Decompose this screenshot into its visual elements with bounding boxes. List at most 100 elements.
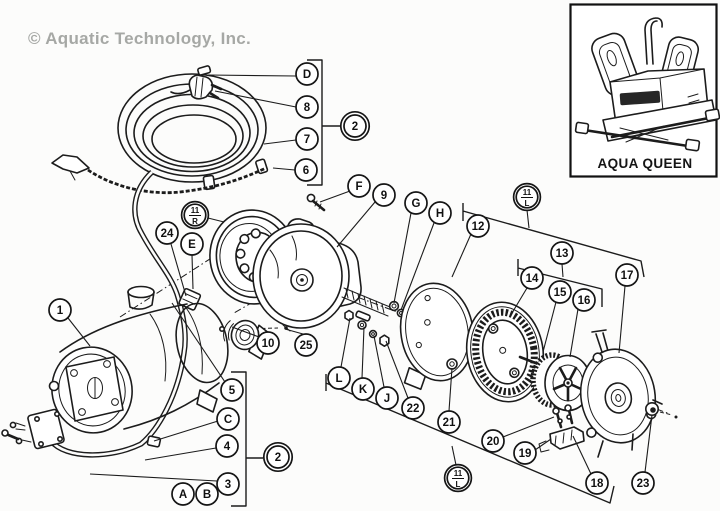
svg-text:11: 11 <box>191 206 200 215</box>
svg-text:E: E <box>188 239 196 251</box>
callout-D: D <box>295 62 319 86</box>
svg-text:19: 19 <box>519 448 532 460</box>
callout-15: 15 <box>548 280 572 304</box>
bearing-roller <box>235 248 246 259</box>
callout-K: K <box>351 377 375 401</box>
svg-text:2: 2 <box>275 452 281 464</box>
svg-text:17: 17 <box>621 270 634 282</box>
roller-bars <box>582 115 716 148</box>
callout-C: C <box>216 407 240 431</box>
callout-L: L <box>327 366 351 390</box>
elbow-screw <box>219 325 226 332</box>
svg-text:15: 15 <box>554 287 567 299</box>
svg-text:10: 10 <box>262 338 275 350</box>
callout-12: 12 <box>466 214 490 238</box>
aqua-queen-figure <box>574 17 720 152</box>
svg-text:A: A <box>179 489 187 501</box>
group-brackets <box>231 59 645 507</box>
terminal-screw <box>1 429 9 437</box>
svg-text:J: J <box>384 393 390 405</box>
callout-4: 4 <box>215 434 239 458</box>
bracket-screw <box>552 407 560 415</box>
svg-text:D: D <box>303 69 311 81</box>
cover-lug <box>586 427 597 438</box>
motor-foot <box>196 389 218 413</box>
screw-f <box>306 193 326 212</box>
copyright-text: © Aquatic Technology, Inc. <box>28 29 251 48</box>
callout-3: 3 <box>216 472 240 496</box>
svg-text:14: 14 <box>526 273 539 285</box>
callout-16: 16 <box>572 288 596 312</box>
callout-8: 8 <box>295 95 319 119</box>
callout-1: 1 <box>48 298 72 322</box>
callout-2-bottom: 2 <box>262 441 294 473</box>
svg-text:20: 20 <box>487 436 500 448</box>
callout-24: 24 <box>155 221 179 245</box>
callout-J: J <box>375 386 399 410</box>
leader-lines <box>67 74 653 482</box>
callout-18: 18 <box>585 471 609 495</box>
svg-text:24: 24 <box>161 228 174 240</box>
cleaner-nameplate <box>619 90 661 106</box>
bracket-screw <box>564 404 572 412</box>
callout-2-top: 2 <box>339 110 371 142</box>
svg-text:K: K <box>359 384 368 396</box>
svg-text:R: R <box>192 217 198 226</box>
callout-6: 6 <box>294 158 318 182</box>
svg-text:11: 11 <box>454 469 463 478</box>
svg-text:25: 25 <box>300 340 313 352</box>
svg-text:12: 12 <box>472 221 485 233</box>
callout-B: B <box>195 482 219 506</box>
plug-cord-clamp <box>197 65 212 76</box>
svg-text:3: 3 <box>225 479 231 491</box>
motor-knob <box>48 380 60 392</box>
drive-motor <box>48 285 229 434</box>
callout-14: 14 <box>520 266 544 290</box>
gear-teeth <box>472 308 538 396</box>
callout-11L-bottom: 11 L <box>443 463 473 493</box>
callout-10: 10 <box>256 331 280 355</box>
callout-G: G <box>404 191 428 215</box>
pinion-gear <box>518 352 641 412</box>
product-inset-box: AQUA QUEEN <box>569 3 720 178</box>
callout-20: 20 <box>481 429 505 453</box>
callout-13: 13 <box>550 241 574 265</box>
callout-21: 21 <box>437 410 461 434</box>
svg-text:G: G <box>412 198 421 210</box>
svg-text:8: 8 <box>304 102 311 114</box>
tie-rope <box>51 154 267 194</box>
callout-19: 19 <box>513 441 537 465</box>
ring-gear <box>465 301 545 403</box>
cable-clamp <box>146 435 162 448</box>
callout-5: 5 <box>220 378 244 402</box>
cover-prongs <box>591 329 609 353</box>
bearing-roller <box>239 263 250 274</box>
svg-text:L: L <box>525 199 530 208</box>
bearing-roller <box>239 233 250 245</box>
hex-nut-l <box>344 309 354 322</box>
svg-text:22: 22 <box>407 403 420 415</box>
washer-21 <box>446 358 458 370</box>
callout-E: E <box>180 232 204 256</box>
product-name-label: AQUA QUEEN <box>597 156 692 171</box>
svg-text:6: 6 <box>303 165 309 177</box>
svg-text:5: 5 <box>229 385 236 397</box>
svg-text:B: B <box>203 489 211 501</box>
callouts: 1 3 4 5 6 7 8 9 10 12 13 14 15 16 17 18 … <box>48 62 655 506</box>
floating-cable <box>48 170 202 458</box>
end-cover <box>579 329 663 458</box>
svg-text:L: L <box>456 480 461 489</box>
callout-11R: 11 R <box>180 200 210 230</box>
callout-23: 23 <box>631 471 655 495</box>
callout-25: 25 <box>294 333 318 357</box>
switch-bracket-assembly <box>538 404 585 453</box>
callout-A: A <box>171 482 195 506</box>
svg-text:23: 23 <box>637 478 650 490</box>
svg-text:18: 18 <box>591 478 604 490</box>
callout-22: 22 <box>401 396 425 420</box>
washer-j <box>368 329 378 339</box>
callout-7: 7 <box>295 127 319 151</box>
svg-text:L: L <box>335 373 342 385</box>
